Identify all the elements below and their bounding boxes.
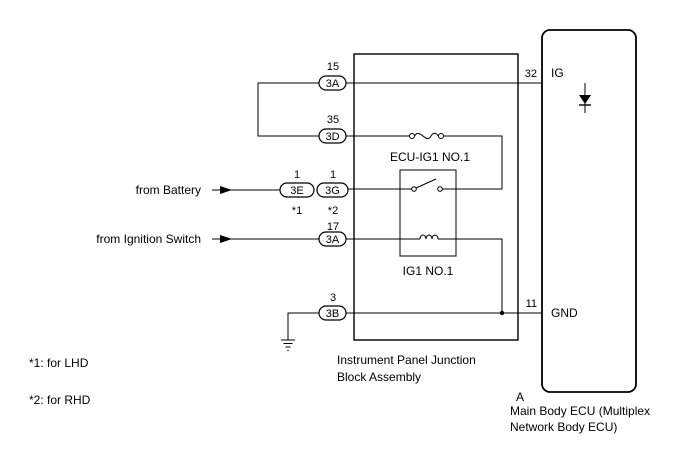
pin-number: 1 xyxy=(330,169,336,181)
connector-3d: 3D xyxy=(318,128,347,144)
relay-coil-icon xyxy=(345,234,503,313)
connector-label: 3E xyxy=(290,185,303,197)
connector-3a-mid: 3A xyxy=(318,231,347,247)
fuse-label: ECU-IG1 NO.1 xyxy=(390,150,470,164)
main-body-ecu-outline xyxy=(541,29,637,393)
wire-loop-3a-3d xyxy=(257,82,319,137)
note-marker: *2 xyxy=(328,205,338,217)
connector-3a-top: 3A xyxy=(318,75,347,91)
connector-label: 3D xyxy=(325,131,339,143)
wire-fuse-to-relay xyxy=(442,135,503,190)
relay-ig1-box xyxy=(399,169,457,257)
wire-ground xyxy=(287,312,319,340)
pin-number: 17 xyxy=(327,221,339,233)
battery-arrow-icon xyxy=(220,186,232,194)
ecu-title: Main Body ECU (Multiplex xyxy=(510,404,650,418)
connector-label: 3G xyxy=(325,185,340,197)
connector-label: 3A xyxy=(326,78,340,90)
ecu-letter: A xyxy=(516,390,524,404)
connector-3g: 3G xyxy=(316,182,349,198)
ig-terminal-label: IG xyxy=(551,66,564,80)
connector-label: 3B xyxy=(326,308,339,320)
from-battery-label: from Battery xyxy=(136,183,201,197)
note-lhd: *1: for LHD xyxy=(29,356,89,370)
ground-icon xyxy=(281,339,295,351)
from-ignition-label: from Ignition Switch xyxy=(96,232,201,246)
connector-3b: 3B xyxy=(318,305,347,321)
gnd-terminal-label: GND xyxy=(551,306,578,320)
diode-icon xyxy=(579,83,591,113)
connector-3e: 3E xyxy=(279,182,315,198)
ignition-arrow-icon xyxy=(220,235,232,243)
pin-number: 3 xyxy=(330,292,336,304)
relay-switch-icon xyxy=(345,178,443,192)
pin-number: 35 xyxy=(327,114,339,126)
junction-block-title-2: Block Assembly xyxy=(337,370,421,384)
junction-block-outline xyxy=(353,53,519,341)
pin-number: 11 xyxy=(526,298,537,310)
junction-block-title: Instrument Panel Junction xyxy=(337,353,476,367)
pin-number: 32 xyxy=(525,68,537,80)
splice-point xyxy=(499,310,505,316)
note-rhd: *2: for RHD xyxy=(29,393,91,407)
connector-label: 3A xyxy=(326,234,340,246)
pin-number: 15 xyxy=(327,61,339,73)
note-marker: *1 xyxy=(292,205,302,217)
relay-label: IG1 NO.1 xyxy=(403,264,454,278)
ecu-title-2: Network Body ECU) xyxy=(510,420,617,434)
fuse-ecu-ig1-icon xyxy=(409,132,444,140)
pin-number: 1 xyxy=(294,169,300,181)
